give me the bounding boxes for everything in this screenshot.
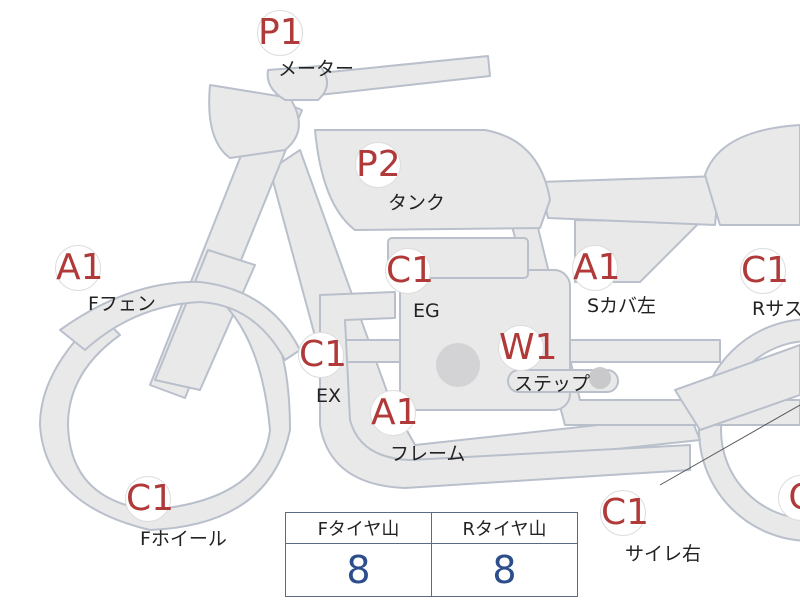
- s-cover-left-label: Sカバ左: [587, 295, 657, 317]
- silencer-leader-line: [659, 404, 800, 486]
- f-fender-grade-badge: A1: [55, 245, 104, 291]
- rear-tire-value: 8: [431, 543, 578, 597]
- f-wheel-grade-badge: C1: [125, 476, 174, 522]
- silencer-right-label: サイレ右: [625, 543, 702, 565]
- front-tire-header: Fタイヤ山: [285, 512, 432, 544]
- engine-label: EG: [413, 300, 440, 322]
- step-grade-badge: W1: [498, 325, 558, 371]
- exhaust-shape: [319, 291, 691, 489]
- silencer-right-grade-badge: C1: [600, 490, 649, 536]
- meter-shape: [266, 65, 328, 101]
- step-label: ステップ: [514, 373, 591, 395]
- exhaust-label: EX: [316, 385, 342, 407]
- r-sus-grade-badge: C1: [740, 248, 789, 294]
- meter-label: メーター: [278, 58, 355, 80]
- rear-tire-header: Rタイヤ山: [431, 512, 578, 544]
- frame-grade-badge: A1: [370, 390, 419, 436]
- frame-label: フレーム: [390, 443, 466, 465]
- engine-grade-badge: C1: [385, 248, 434, 294]
- exhaust-grade-badge: C1: [298, 332, 347, 378]
- seat-shape: [539, 175, 721, 226]
- tank-shape: [314, 129, 551, 231]
- f-fender-label: Fフェン: [88, 293, 156, 315]
- silencer-shape: [674, 344, 800, 431]
- tire-tread-table: Fタイヤ山 Rタイヤ山 8 8: [285, 512, 578, 597]
- front-tire-value: 8: [285, 543, 432, 597]
- headlight-shape: [208, 84, 300, 159]
- tank-label: タンク: [388, 192, 446, 214]
- r-sus-label: Rサス: [752, 298, 800, 320]
- s-cover-left-grade-badge: A1: [572, 245, 621, 291]
- meter-grade-badge: P1: [257, 10, 303, 56]
- f-wheel-label: Fホイール: [140, 528, 227, 550]
- tank-grade-badge: P2: [355, 142, 401, 188]
